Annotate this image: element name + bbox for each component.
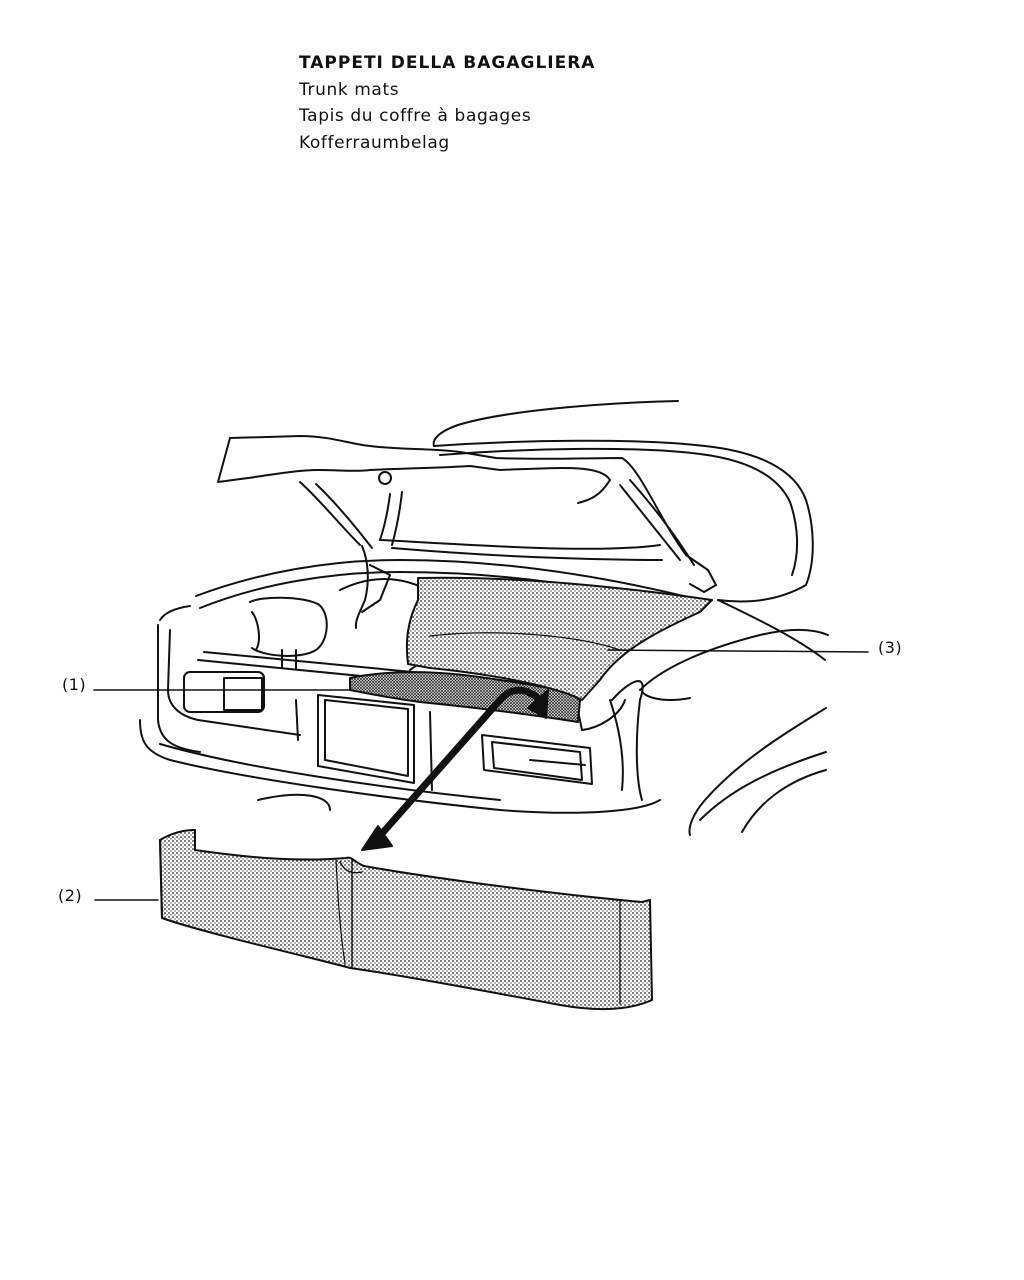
arrow-tail — [361, 825, 393, 851]
callout-label-3: (3) — [878, 638, 903, 657]
leader-line-3 — [607, 649, 869, 653]
title-italian: TAPPETI DELLA BAGAGLIERA — [299, 53, 596, 73]
car-body — [432, 400, 829, 836]
shelf-mat — [405, 576, 713, 701]
title-french: Tapis du coffre à bagages — [299, 106, 532, 126]
callout-label-1: (1) — [62, 675, 87, 694]
floor-mat — [349, 671, 581, 723]
arrow-head — [527, 689, 549, 719]
callout-label-2: (2) — [58, 886, 83, 905]
title-block: TAPPETI DELLA BAGAGLIERA Trunk mats Tapi… — [299, 50, 595, 156]
title-english: Trunk mats — [299, 79, 400, 100]
rear-panel-details — [183, 671, 593, 811]
arrow-shaft — [374, 686, 544, 842]
title-german: Kofferraumbelag — [299, 132, 450, 153]
rear-wall-mat — [159, 829, 653, 1011]
trunk-lid — [217, 435, 717, 629]
